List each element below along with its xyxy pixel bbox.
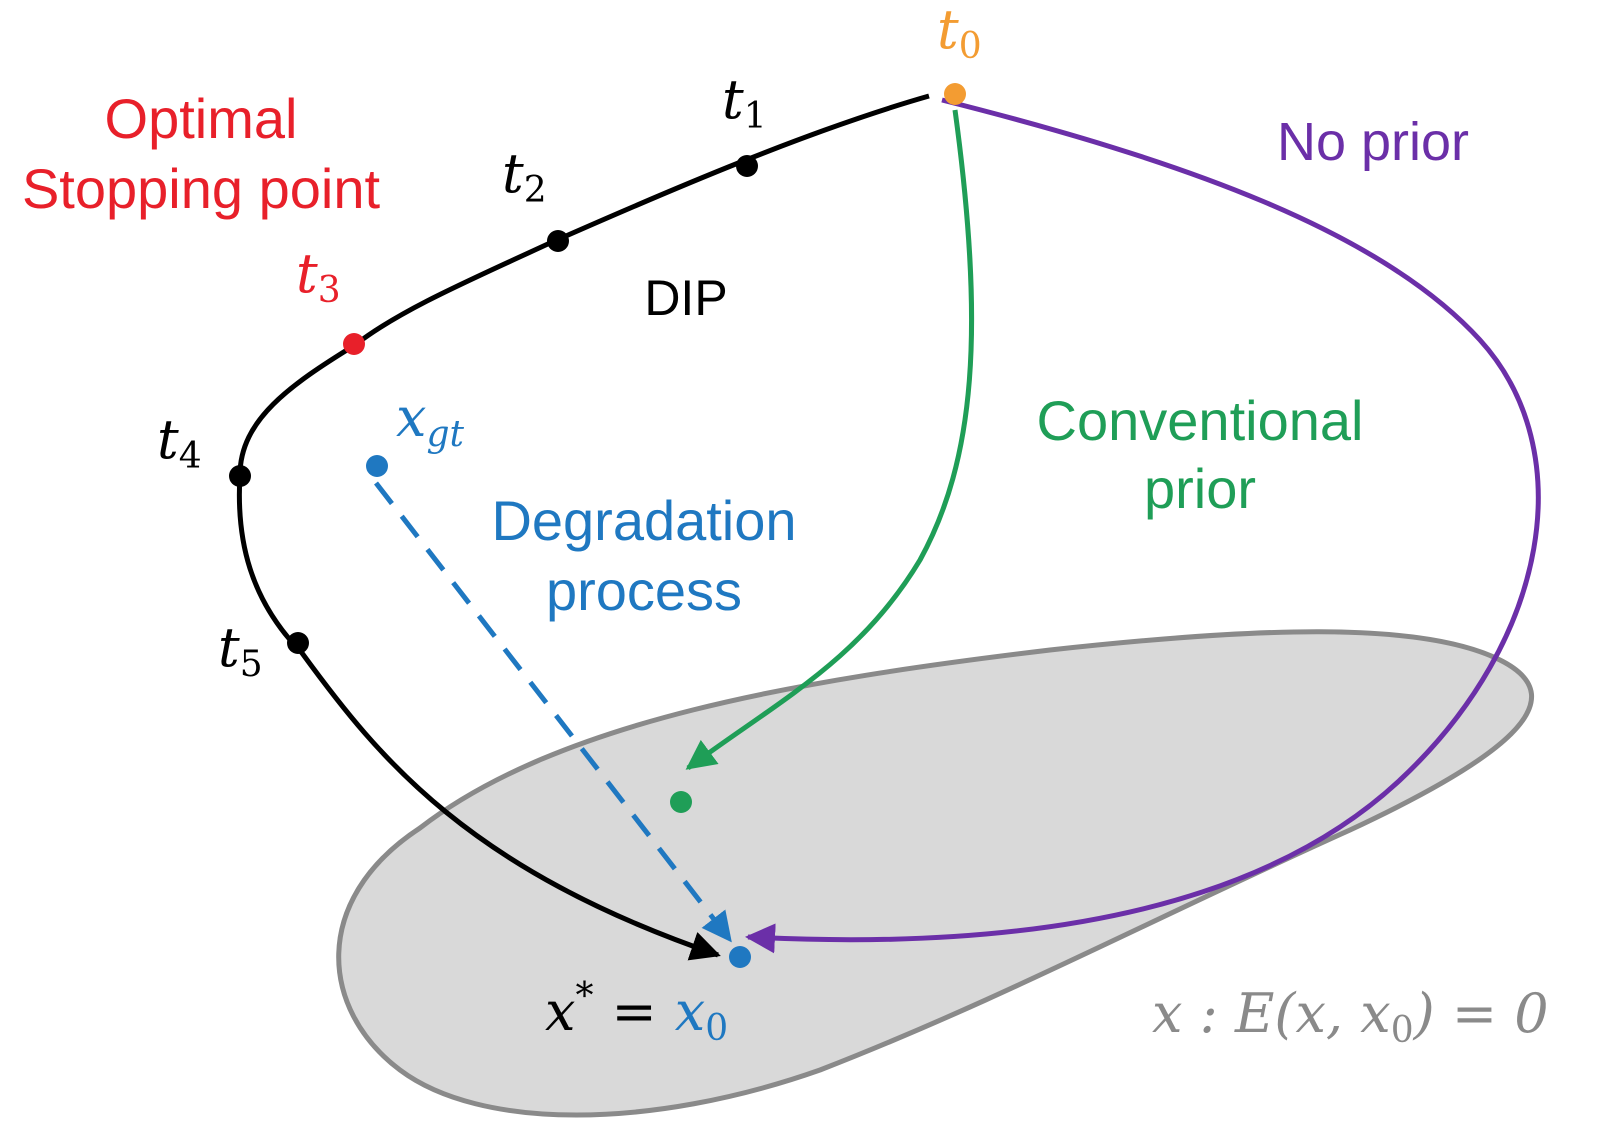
t5-label: t5 <box>218 616 263 685</box>
t4-point <box>229 465 251 487</box>
optimal-label-line1: Optimal <box>105 87 298 150</box>
optimal-label-line2: Stopping point <box>22 157 381 220</box>
degradation-label-line2: process <box>546 559 742 622</box>
t5-point <box>287 632 309 654</box>
degradation-path <box>374 481 732 943</box>
result-label: x*=x0 <box>545 976 728 1049</box>
xgt-label: xgt <box>396 386 465 455</box>
t0-label: t0 <box>937 0 982 67</box>
t0-point <box>944 83 966 105</box>
conventional-result-point <box>670 791 692 813</box>
t3-label: t3 <box>296 242 341 311</box>
conventional-label-line1: Conventional <box>1037 389 1364 452</box>
degradation-label-line1: Degradation <box>491 489 796 552</box>
t2-label: t2 <box>502 142 547 211</box>
xgt-point <box>366 455 388 477</box>
t4-label: t4 <box>157 408 202 477</box>
t1-label: t1 <box>722 68 767 137</box>
dip-trajectory <box>236 93 930 961</box>
x0-point <box>729 946 751 968</box>
conventional-label-line2: prior <box>1144 457 1256 520</box>
no-prior-path <box>745 97 1541 954</box>
conventional-prior-path <box>685 109 975 771</box>
solution-region <box>336 629 1535 1118</box>
dip-label: DIP <box>644 270 727 326</box>
region-equation-label: x : E(x, x0) = 0 <box>1152 982 1549 1051</box>
t3-point <box>343 333 365 355</box>
t1-point <box>736 155 758 177</box>
no-prior-label: No prior <box>1277 112 1469 172</box>
t2-point <box>547 230 569 252</box>
